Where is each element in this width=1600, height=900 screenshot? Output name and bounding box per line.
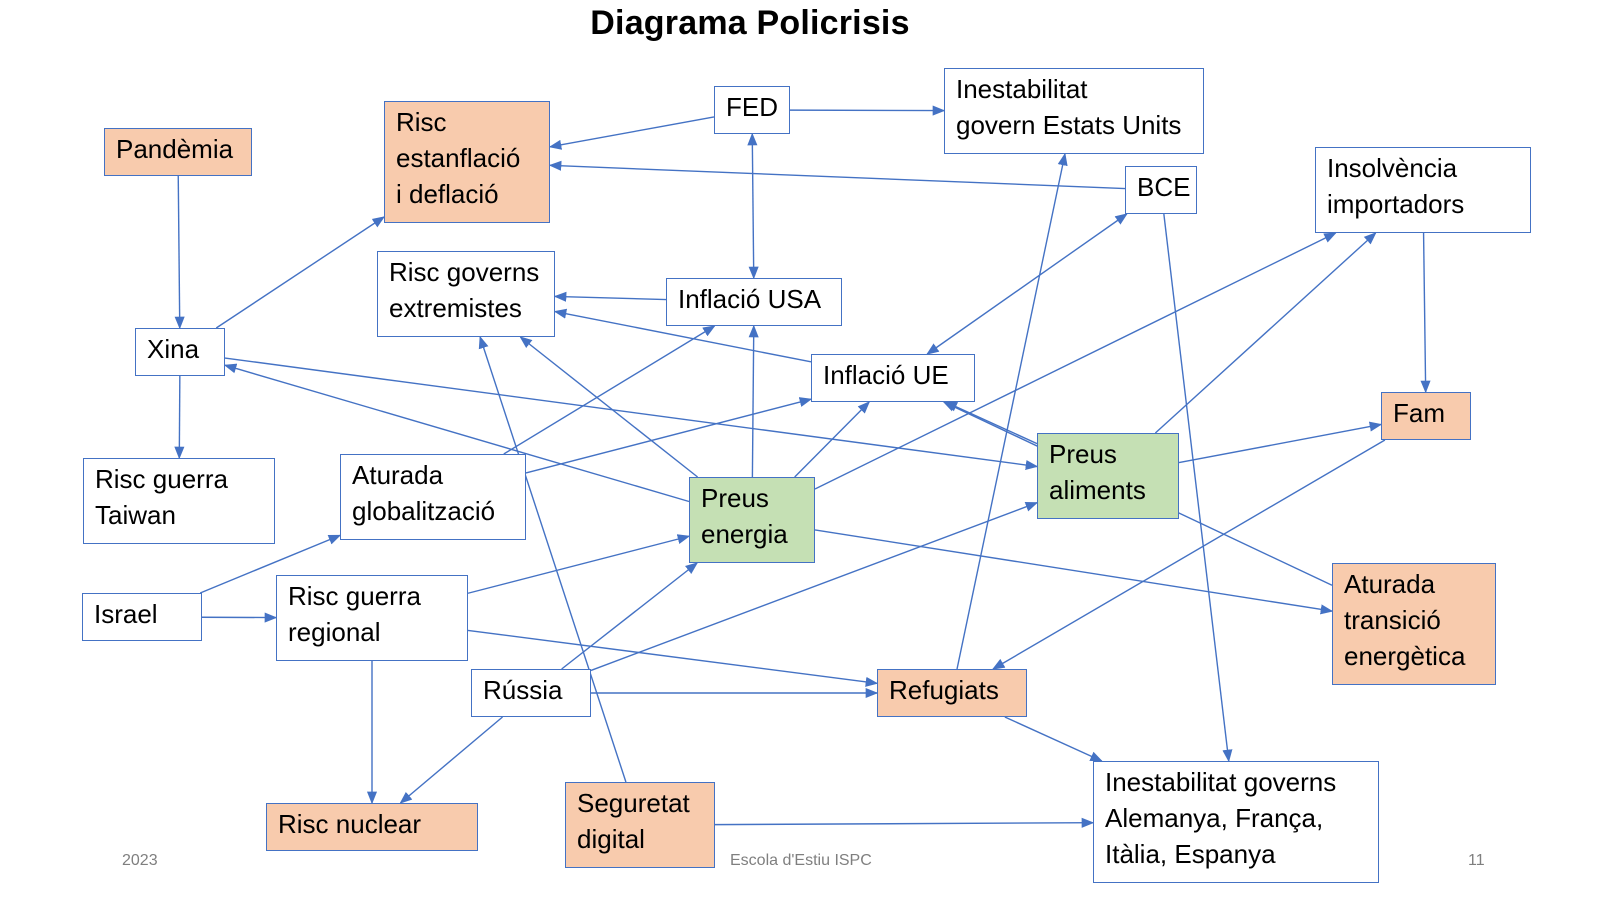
node-extremistes: Risc governs extremistes [377,251,555,337]
arrow-bce-to-estanflacio [548,160,1126,190]
node-transicio: Aturada transició energètica [1332,563,1496,685]
node-pandemia: Pandèmia [104,128,252,176]
arrow-energia-to-inflacio-ue [794,401,871,478]
node-refugiats: Refugiats [877,669,1027,717]
arrow-bce-to-inest-ue [1163,213,1233,763]
node-seguretat: Seguretat digital [565,782,715,868]
arrow-xina-to-taiwan [174,375,185,460]
diagram-title: Diagrama Policrisis [590,4,910,42]
node-fed: FED [714,86,790,134]
arrow-refugiats-to-inest-usa [956,152,1068,670]
arrow-aliments-to-fam [1178,421,1383,464]
node-inflacio-ue: Inflació UE [811,354,975,402]
footer-year: 2023 [122,852,158,869]
arrow-globalitzacio-to-inflacio-usa [503,325,716,455]
arrow-guerra-regional-to-energia [467,534,691,594]
node-russia: Rússia [471,669,591,717]
node-inflacio-usa: Inflació USA [666,278,842,326]
arrow-pandemia-to-xina [174,175,185,330]
footer-page-number: 11 [1468,852,1485,869]
node-aliments: Preus aliments [1037,433,1179,519]
arrow-russia-to-nuclear [399,716,503,804]
arrow-xina-to-estanflacio [215,216,386,329]
arrow-bce-to-inflacio-ue [926,213,1128,355]
node-israel: Israel [82,593,202,641]
arrow-energia-to-extremistes [519,336,699,478]
node-globalitzacio: Aturada globalització [340,454,526,540]
arrow-energia-to-transicio [814,529,1334,615]
arrow-inflacio-usa-to-extremistes [553,291,667,302]
arrow-energia-to-insolvencia [814,232,1337,490]
arrow-aliments-to-insolvencia [1154,232,1377,434]
arrow-inflacio-ue-to-extremistes [553,308,812,363]
node-energia: Preus energia [689,477,815,563]
footer-credit: Escola d'Estiu ISPC [730,852,872,869]
node-inest-ue: Inestabilitat governs Alemanya, França, … [1093,761,1379,883]
node-nuclear: Risc nuclear [266,803,478,851]
arrow-xina-to-aliments [224,357,1039,471]
arrow-aliments-to-inflacio-ue [944,401,1038,445]
node-guerra-regional: Risc guerra regional [276,575,468,661]
arrow-seguretat-to-extremistes [478,335,627,783]
node-bce: BCE [1125,166,1197,214]
arrow-guerra-regional-to-refugiats [467,629,879,687]
arrow-energia-to-inflacio-usa [748,324,759,478]
node-estanflacio: Risc estanflació i deflació [384,101,550,223]
arrow-fed-to-estanflacio [548,116,715,150]
node-fam: Fam [1381,392,1471,440]
arrow-fed-to-inflacio-usa [747,132,759,280]
arrow-energia-to-xina [223,363,690,503]
node-xina: Xina [135,328,225,376]
arrow-russia-to-aliments [590,501,1039,672]
arrow-globalitzacio-to-inflacio-ue [525,397,813,474]
arrow-insolvencia-to-fam [1420,232,1431,394]
arrow-israel-to-globalitzacio [199,534,342,594]
arrow-russia-to-energia [561,562,699,670]
node-taiwan: Risc guerra Taiwan [83,458,275,544]
node-insolvencia: Insolvència importadors [1315,147,1531,233]
node-inest-usa: Inestabilitat govern Estats Units [944,68,1204,154]
arrow-fam-to-refugiats [991,439,1386,670]
arrow-refugiats-to-inest-ue [1004,716,1103,762]
arrow-seguretat-to-inest-ue [714,817,1095,828]
